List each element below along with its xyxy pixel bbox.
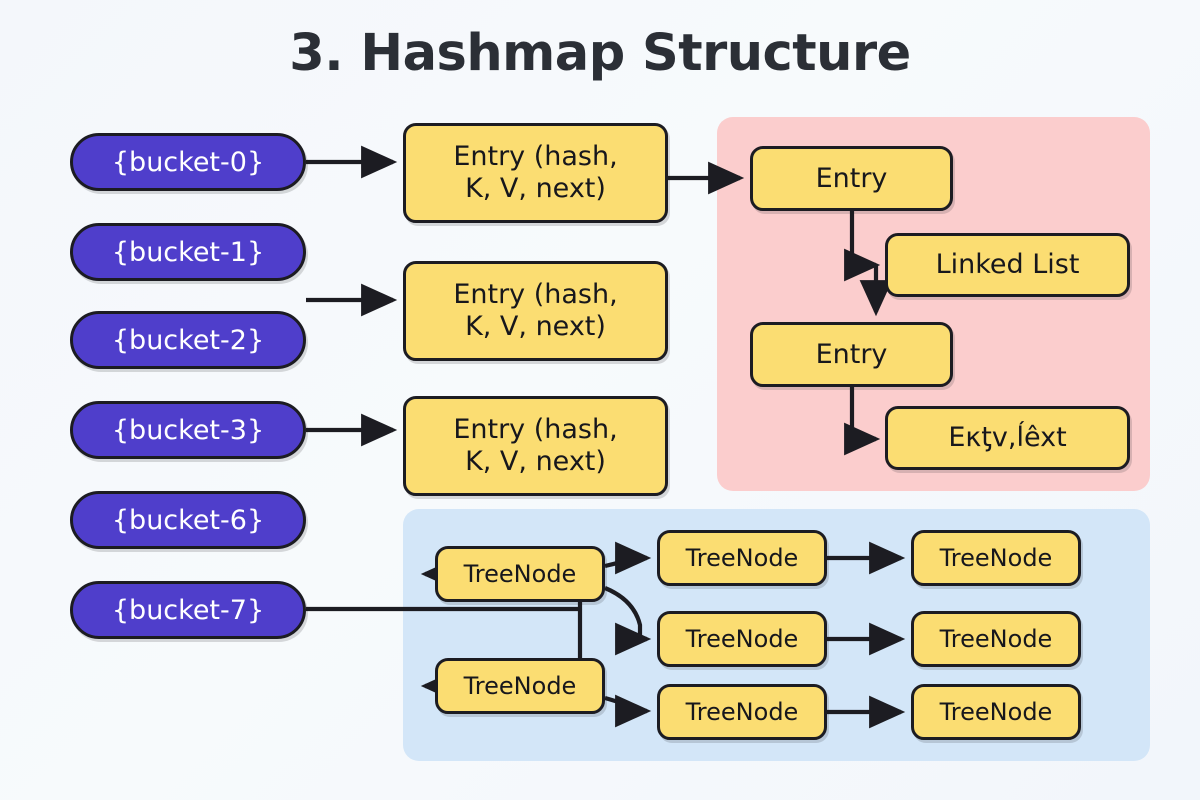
node-label: TreeNode [939,624,1053,653]
tree-node-leaf-1[interactable]: TreeNode [911,530,1081,586]
linked-list-entry-node-1[interactable]: Entry [750,146,953,211]
entry-label-line1: Entry (hash, [453,141,618,173]
bucket-label: {bucket-6} [111,504,265,536]
node-label: TreeNode [939,697,1053,726]
bucket-label: {bucket-0} [111,146,265,178]
bucket-node-1[interactable]: {bucket-1} [70,223,306,281]
entry-label: Entry (hash, K, V, next) [453,414,617,478]
entry-node-2[interactable]: Entry (hash, K, V, next) [403,261,668,361]
entry-label-line2: K, V, next) [465,311,606,342]
bucket-node-7[interactable]: {bucket-7} [70,581,306,639]
linked-list-entry-node-2[interactable]: Entry [750,322,953,387]
entry-label: Entry (hash, K, V, next) [453,279,617,343]
linked-list-entry-next-node[interactable]: Eκƫv,ĺêxt [885,406,1130,470]
linked-list-node[interactable]: Linked List [885,233,1130,297]
entry-label-line2: K, V, next) [465,446,606,477]
bucket-label: {bucket-1} [111,236,265,268]
bucket-node-2[interactable]: {bucket-2} [70,311,306,369]
bucket-node-3[interactable]: {bucket-3} [70,401,306,459]
node-label: TreeNode [685,697,799,726]
entry-label-line1: Entry (hash, [453,414,618,446]
bucket-label: {bucket-7} [111,594,265,626]
node-label: TreeNode [463,671,577,700]
tree-node-leaf-3[interactable]: TreeNode [911,684,1081,740]
tree-node-root-2[interactable]: TreeNode [435,658,605,714]
tree-node-mid-3[interactable]: TreeNode [657,684,827,740]
tree-node-leaf-2[interactable]: TreeNode [911,611,1081,667]
node-label: Linked List [935,249,1080,281]
bucket-node-6[interactable]: {bucket-6} [70,491,306,549]
tree-node-mid-2[interactable]: TreeNode [657,611,827,667]
entry-node-3[interactable]: Entry (hash, K, V, next) [403,396,668,496]
entry-label-line2: K, V, next) [465,173,606,204]
node-label: TreeNode [939,543,1053,572]
tree-node-root-1[interactable]: TreeNode [435,546,605,602]
entry-node-1[interactable]: Entry (hash, K, V, next) [403,123,668,223]
page-title: 3. Hashmap Structure [289,24,911,83]
node-label: TreeNode [685,543,799,572]
bucket-label: {bucket-2} [111,324,265,356]
tree-node-mid-1[interactable]: TreeNode [657,530,827,586]
entry-label: Entry (hash, K, V, next) [453,141,617,205]
node-label: TreeNode [685,624,799,653]
node-label: Entry [815,162,888,194]
node-label: TreeNode [463,559,577,588]
node-label: Eκƫv,ĺêxt [948,422,1067,454]
entry-label-line1: Entry (hash, [453,279,618,311]
node-label: Entry [815,338,888,370]
bucket-node-0[interactable]: {bucket-0} [70,133,306,191]
bucket-label: {bucket-3} [111,414,265,446]
